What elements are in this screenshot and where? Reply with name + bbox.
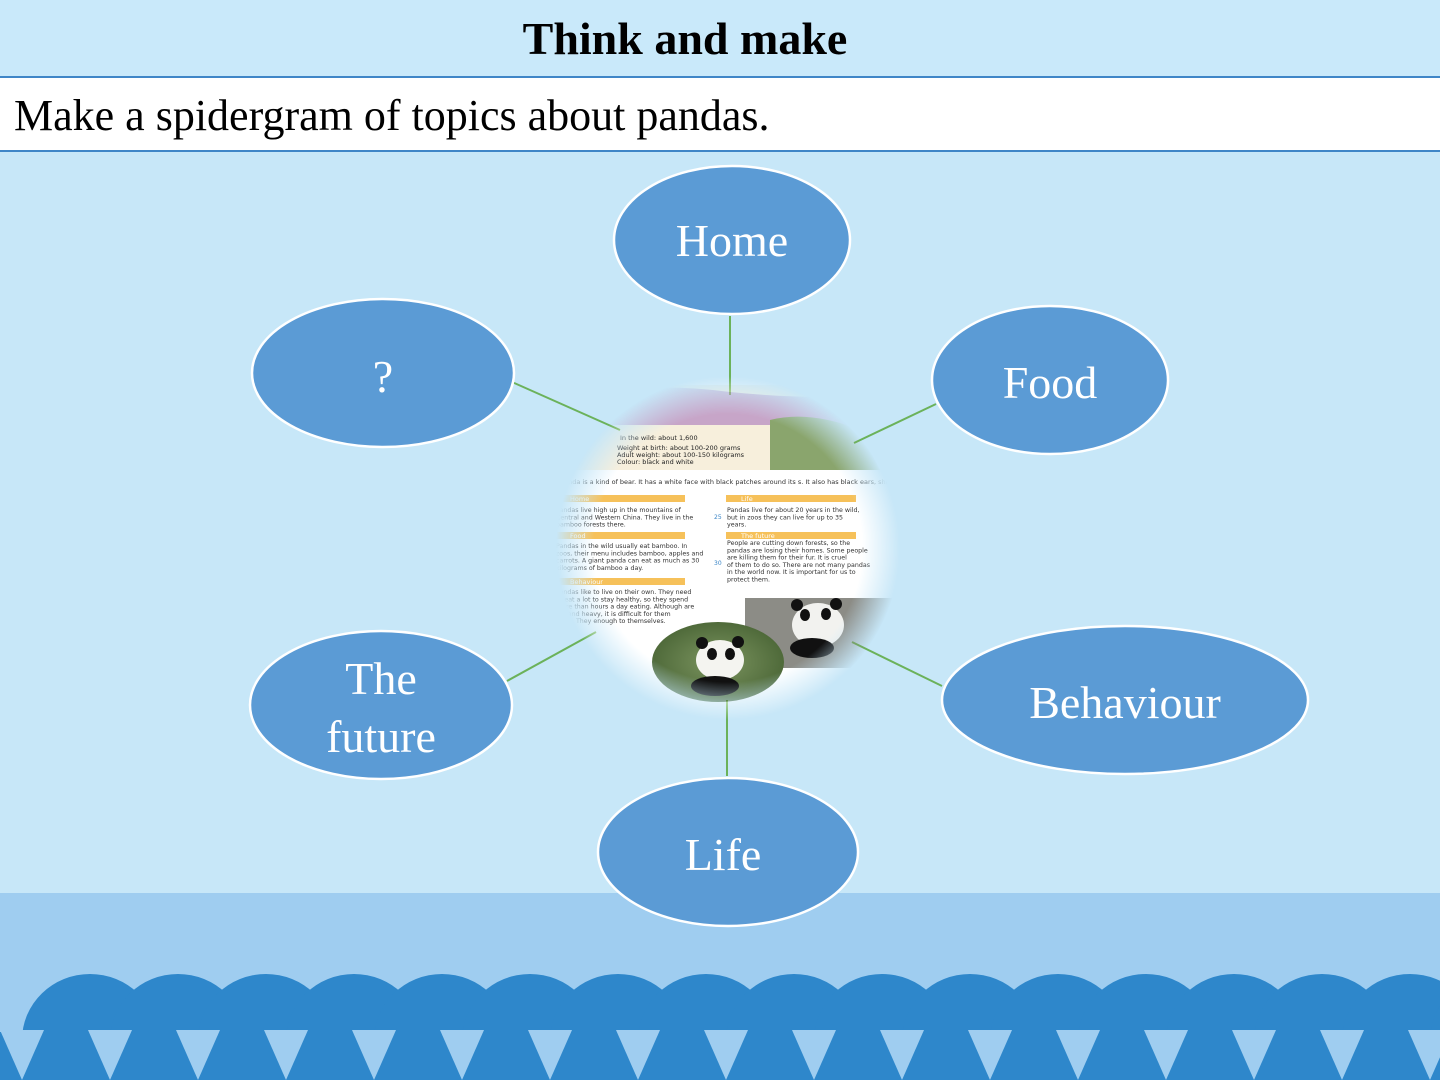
heading-future: The future bbox=[740, 532, 775, 540]
section-body-line: of them to do so. There are not many pan… bbox=[727, 562, 870, 569]
node-label-life: Life bbox=[598, 826, 848, 884]
node-label-unknown: ? bbox=[252, 348, 514, 406]
fact-line-4: Colour: black and white bbox=[617, 458, 694, 466]
section-body-line: zoos, their menu includes bamboo, apples… bbox=[556, 550, 703, 557]
node-label-behaviour: Behaviour bbox=[940, 674, 1310, 732]
heading-behaviour: Behaviour bbox=[570, 578, 603, 586]
wave-decoration bbox=[0, 974, 1440, 1080]
section-body-line: big and heavy, it is difficult for them bbox=[556, 611, 671, 618]
section-body-line: Central and Western China. They live in … bbox=[556, 514, 693, 521]
fact-line-1: In the wild: about 1,600 bbox=[620, 434, 698, 442]
heading-food: Food bbox=[570, 532, 586, 540]
section-body-line: years. bbox=[727, 522, 746, 529]
node-label-home: Home bbox=[612, 212, 852, 270]
line-number-30: 30 bbox=[714, 560, 722, 567]
intro-text: panda is a kind of bear. It has a white … bbox=[560, 478, 1036, 486]
section-body-line: are killing them for their fur. It is cr… bbox=[727, 555, 847, 562]
node-label-food: Food bbox=[930, 354, 1170, 412]
section-body-line: bamboo forests there. bbox=[556, 522, 626, 529]
section-body-line: protect them. bbox=[727, 577, 770, 584]
section-body-line: Pandas in the wild usually eat bamboo. I… bbox=[556, 543, 687, 550]
section-body-line: trees. They enough to themselves. bbox=[556, 618, 666, 625]
panda-photo-2 bbox=[652, 622, 784, 702]
section-body-line: pandas are losing their homes. Some peop… bbox=[727, 547, 868, 554]
node-label-future: The future bbox=[250, 650, 512, 766]
section-body-line: Pandas live for about 20 years in the wi… bbox=[727, 507, 860, 514]
node-label-future-line1: The bbox=[250, 650, 512, 708]
heading-life: Life bbox=[741, 495, 753, 503]
section-body-line: more than hours a day eating. Although a… bbox=[556, 604, 694, 611]
section-body-line: Pandas live high up in the mountains of bbox=[556, 507, 682, 514]
section-body-line: in the world now. It is important for us… bbox=[727, 569, 856, 576]
heading-home: Home bbox=[570, 495, 589, 503]
section-body-line: Pandas like to live on their own. They n… bbox=[556, 589, 691, 596]
section-body-line: but in zoos they can live for up to 35 bbox=[727, 514, 843, 521]
section-body-line: People are cutting down forests, so the bbox=[727, 540, 850, 547]
section-body-line: carrots. A giant panda can eat as much a… bbox=[556, 558, 699, 565]
section-body-line: to eat a lot to stay healthy, so they sp… bbox=[556, 596, 688, 603]
section-body-line: kilograms of bamboo a day. bbox=[556, 565, 643, 572]
line-number-25: 25 bbox=[714, 514, 722, 521]
node-label-future-line2: future bbox=[250, 708, 512, 766]
